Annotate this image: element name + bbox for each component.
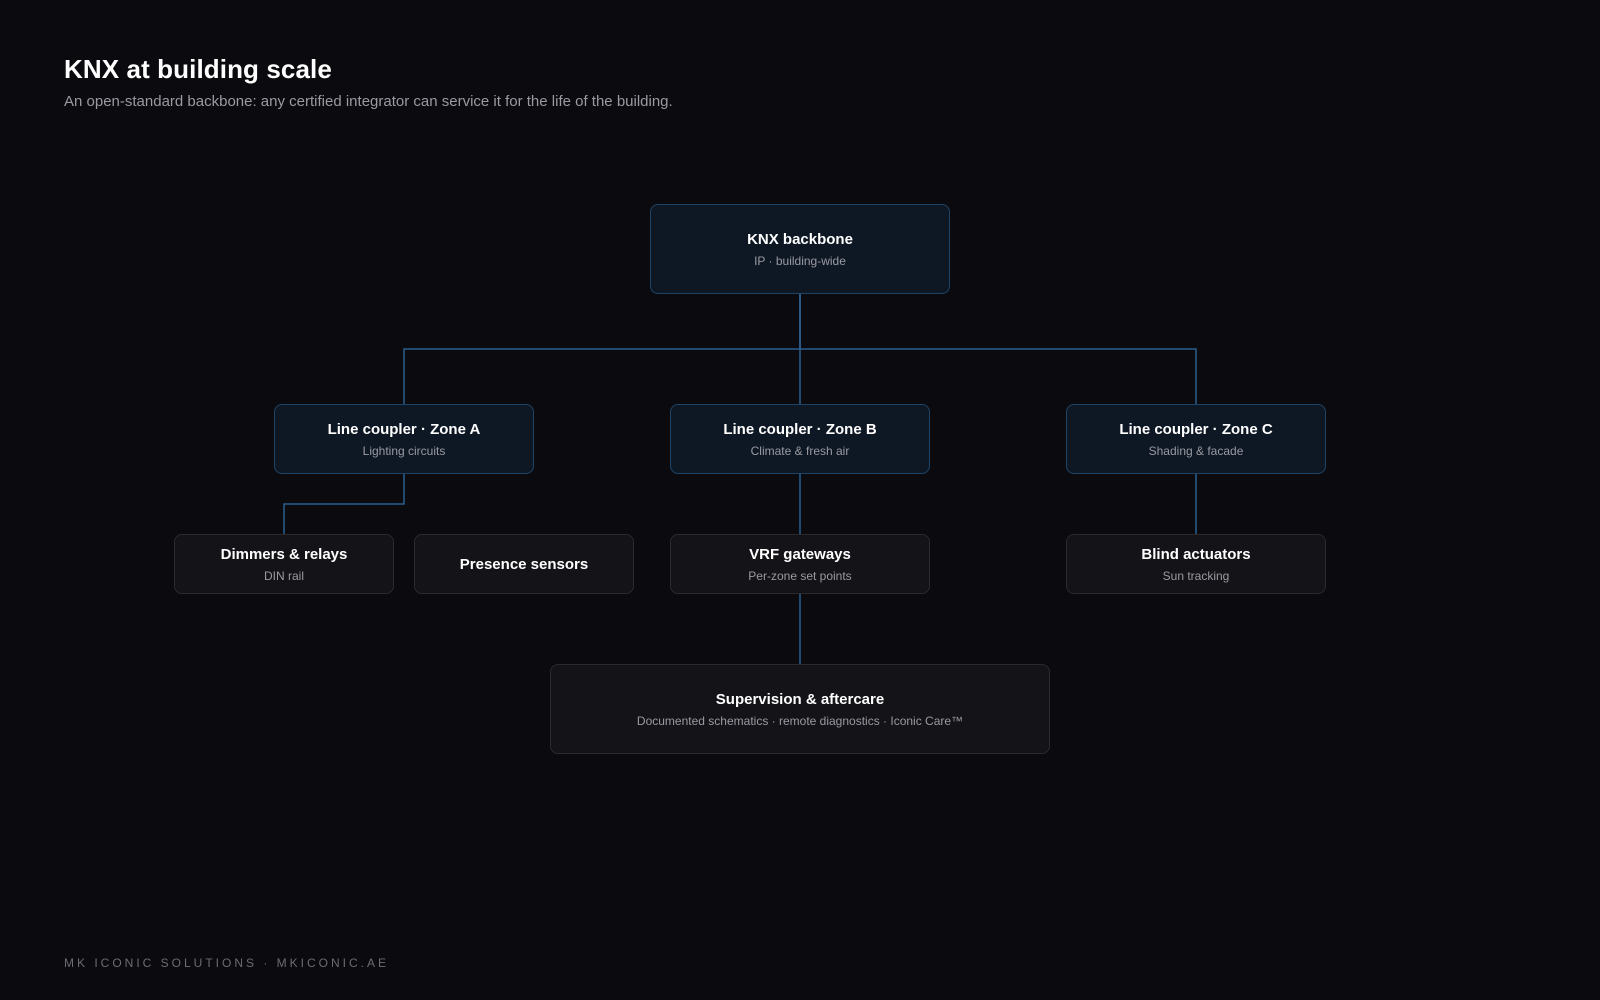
connector-backbone-zone_c (799, 294, 1197, 404)
node-subtitle: Per-zone set points (748, 568, 852, 583)
node-subtitle: Documented schematics · remote diagnosti… (636, 713, 964, 728)
node-blind-actuators: Blind actuators Sun tracking (1066, 534, 1326, 594)
node-title: Presence sensors (459, 555, 589, 573)
node-title: Line coupler · Zone A (327, 420, 481, 438)
node-subtitle: Shading & facade (1148, 443, 1244, 458)
node-title: Line coupler · Zone C (1119, 420, 1273, 438)
node-subtitle: DIN rail (263, 568, 304, 583)
node-subtitle: Sun tracking (1162, 568, 1230, 583)
node-dimmers-relays: Dimmers & relays DIN rail (174, 534, 394, 594)
node-line-coupler-zone-b: Line coupler · Zone B Climate & fresh ai… (670, 404, 930, 474)
node-presence-sensors: Presence sensors (414, 534, 634, 594)
connector-zone_a-dimmers (283, 474, 405, 534)
node-title: Blind actuators (1141, 545, 1251, 563)
node-title: VRF gateways (749, 545, 851, 563)
node-title: KNX backbone (747, 230, 853, 248)
connector-backbone-zone_a (403, 294, 801, 404)
node-line-coupler-zone-c: Line coupler · Zone C Shading & facade (1066, 404, 1326, 474)
footer-brand: MK ICONIC SOLUTIONS · MKICONIC.AE (64, 956, 390, 970)
node-supervision-aftercare: Supervision & aftercare Documented schem… (550, 664, 1050, 754)
page-title: KNX at building scale (64, 54, 332, 84)
node-title: Supervision & aftercare (715, 690, 885, 708)
node-subtitle: IP · building-wide (754, 253, 846, 268)
node-line-coupler-zone-a: Line coupler · Zone A Lighting circuits (274, 404, 534, 474)
node-subtitle: Climate & fresh air (750, 443, 850, 458)
node-title: Dimmers & relays (220, 545, 348, 563)
node-vrf-gateways: VRF gateways Per-zone set points (670, 534, 930, 594)
node-subtitle: Lighting circuits (362, 443, 446, 458)
page-subtitle: An open-standard backbone: any certified… (64, 93, 673, 110)
node-knx-backbone: KNX backbone IP · building-wide (650, 204, 950, 294)
node-title: Line coupler · Zone B (723, 420, 877, 438)
edge-layer (283, 294, 1197, 664)
